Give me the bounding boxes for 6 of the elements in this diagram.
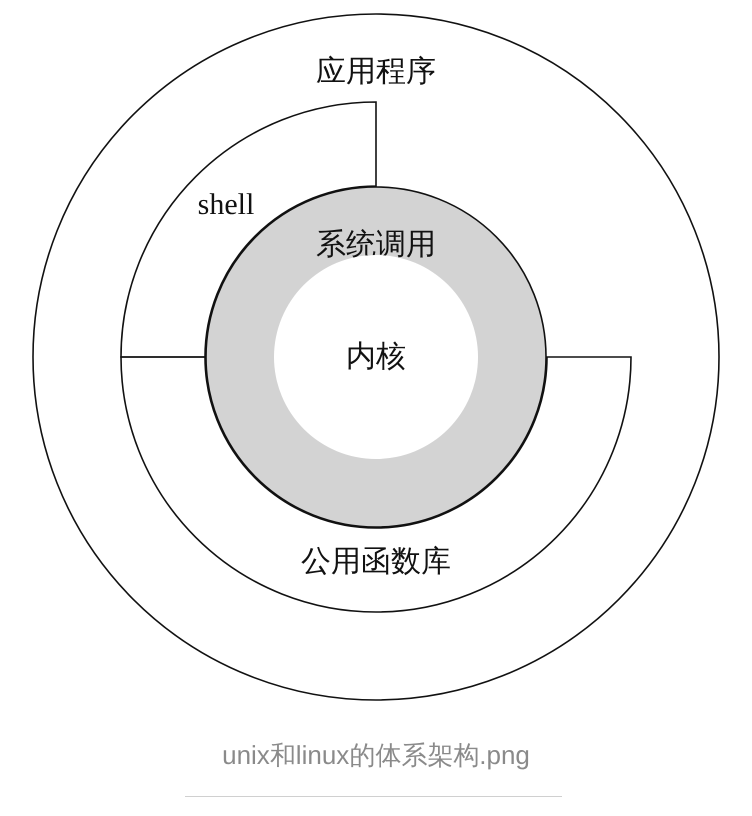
layer-label: shell (198, 190, 254, 220)
layer-label: 应用程序 (316, 57, 436, 87)
layer-label: 系统调用 (316, 230, 436, 260)
caption: unix和linux的体系架构.png (222, 740, 530, 770)
layer-label: 公用函数库 (301, 547, 451, 577)
layer-label: 内核 (346, 342, 406, 372)
